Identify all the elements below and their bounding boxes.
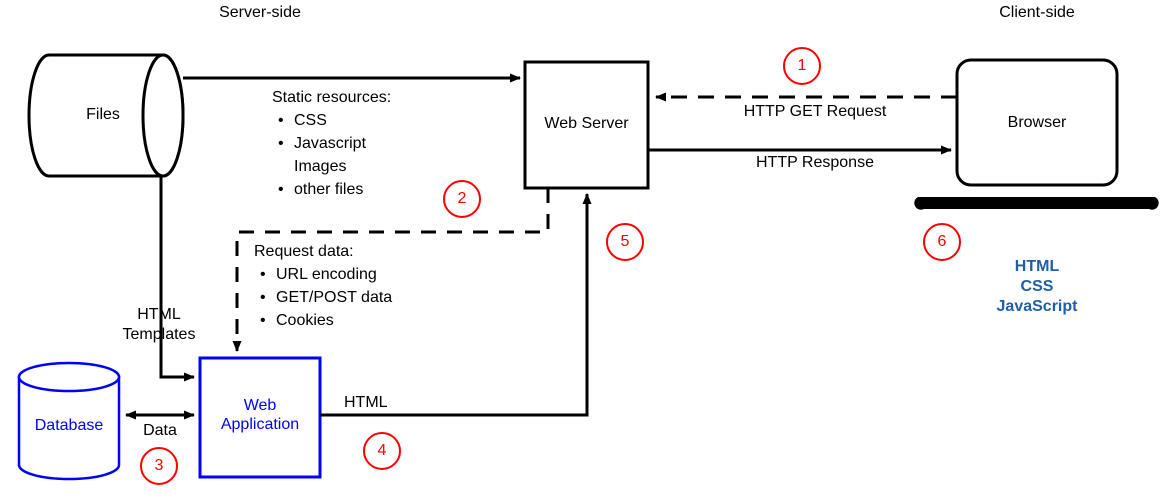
static-resources-item-3: other files bbox=[272, 178, 391, 201]
html-templates-label-line2: Templates bbox=[122, 326, 196, 343]
browser-label: Browser bbox=[1007, 114, 1067, 131]
html-templates-label-line1: HTML bbox=[137, 306, 181, 323]
edge-html-templates bbox=[159, 176, 195, 382]
step-badge-4: 4 bbox=[363, 432, 401, 470]
web-application-shape bbox=[198, 356, 322, 479]
request-data-heading: Request data: bbox=[254, 243, 354, 260]
http-get-request-label: HTTP GET Request bbox=[743, 103, 887, 120]
request-data-item-1: GET/POST data bbox=[254, 286, 392, 309]
step-badge-5: 5 bbox=[606, 223, 644, 261]
html-label: HTML bbox=[344, 394, 388, 411]
web-server-shape bbox=[523, 60, 650, 190]
server-side-title: Server-side bbox=[219, 4, 301, 21]
static-resources-item-1: Javascript bbox=[272, 132, 391, 155]
client-stack-html: HTML bbox=[1014, 258, 1060, 275]
step-badge-1: 1 bbox=[783, 47, 821, 85]
web-server-label: Web Server bbox=[544, 115, 629, 132]
web-application-label-line2: Application bbox=[220, 416, 300, 433]
static-resources-heading: Static resources: bbox=[272, 89, 392, 106]
request-data-item-0: URL encoding bbox=[254, 263, 392, 286]
request-data-list: Request data: URL encoding GET/POST data… bbox=[254, 240, 392, 332]
edge-html bbox=[320, 193, 592, 417]
step-badge-3: 3 bbox=[140, 447, 178, 485]
data-label: Data bbox=[143, 422, 177, 439]
step-badge-2: 2 bbox=[443, 180, 481, 218]
static-resources-item-2: Images bbox=[294, 158, 347, 175]
web-application-label-line1: Web bbox=[243, 397, 277, 414]
files-label: Files bbox=[86, 106, 120, 123]
laptop-base-shape bbox=[914, 197, 1159, 210]
client-stack-css: CSS bbox=[1020, 278, 1054, 295]
browser-shape bbox=[955, 58, 1119, 187]
database-label: Database bbox=[34, 417, 104, 434]
static-resources-item-0: CSS bbox=[272, 109, 391, 132]
client-stack-javascript: JavaScript bbox=[996, 298, 1078, 315]
static-resources-list: Static resources: CSS Javascript Images … bbox=[272, 86, 391, 201]
step-badge-6: 6 bbox=[923, 223, 961, 261]
http-response-label: HTTP Response bbox=[756, 154, 874, 171]
database-cylinder-shape bbox=[17, 361, 121, 481]
client-side-title: Client-side bbox=[999, 4, 1075, 21]
request-data-item-2: Cookies bbox=[254, 309, 392, 332]
files-cylinder-shape bbox=[27, 53, 185, 178]
